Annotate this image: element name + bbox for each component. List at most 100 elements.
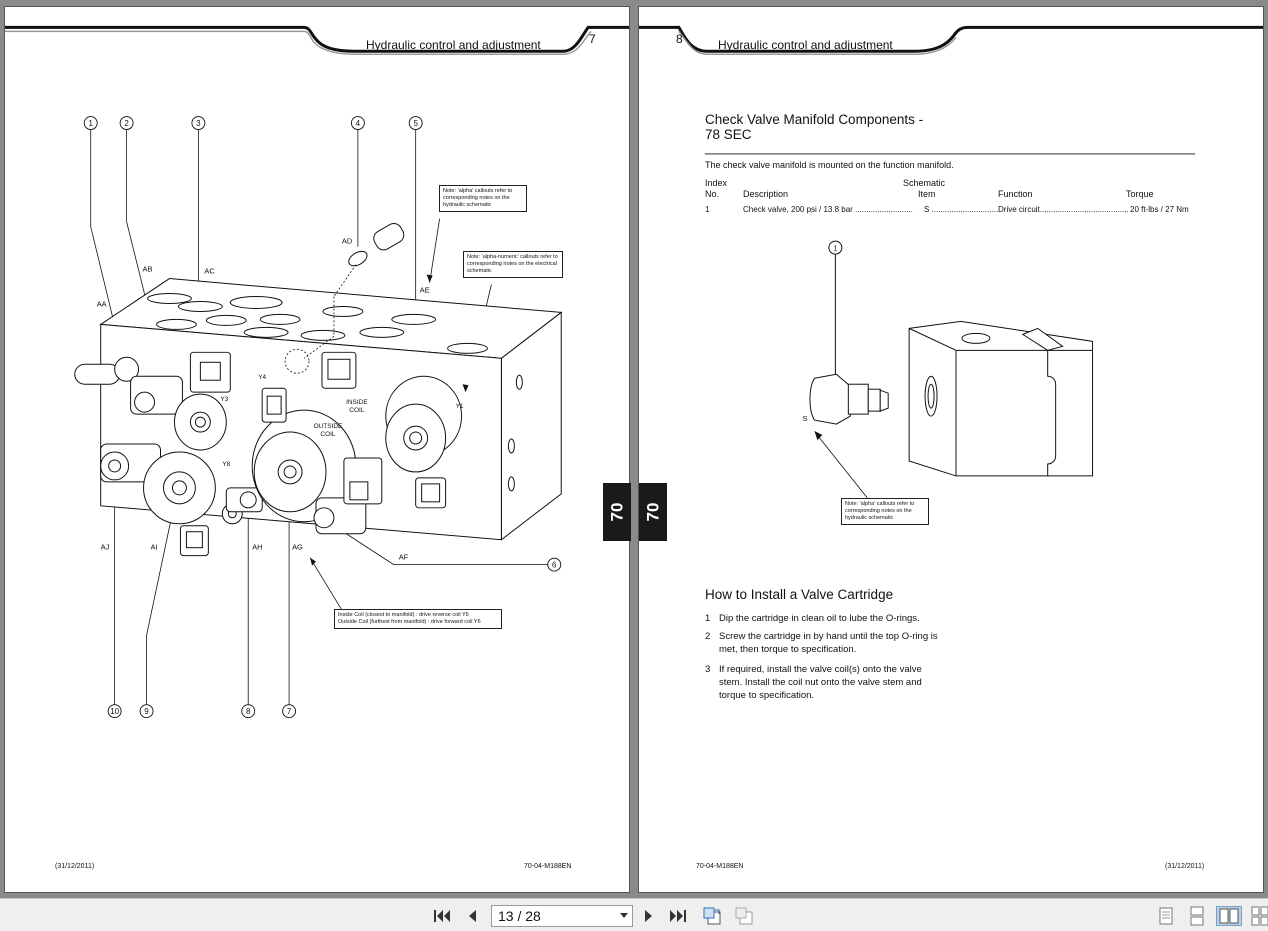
rotate-icon[interactable]	[702, 906, 722, 926]
step-1-text: Dip the cartridge in clean oil to lube t…	[719, 613, 920, 624]
callout-numbers: 1 2 3 4 5 6 7 8 9 10	[89, 119, 558, 716]
callout-9: 9	[144, 707, 149, 716]
header-swoosh	[5, 25, 629, 53]
coil-note-inside: Inside Coil (closest to manifold) : driv…	[338, 612, 469, 618]
label-af: AF	[399, 553, 409, 562]
document-viewer[interactable]: 1 2 3 4 5 6 7 8 9 10	[0, 0, 1268, 898]
last-page-icon[interactable]	[668, 906, 688, 926]
th-torque: Torque	[1126, 189, 1154, 199]
next-page-icon[interactable]	[639, 906, 659, 926]
right-section-tab: 70	[639, 483, 667, 541]
label-inside-coil: COIL	[349, 407, 365, 414]
td-function: Drive circuit...........................…	[998, 205, 1129, 214]
step-3-number: 3	[705, 664, 711, 675]
label-aa: AA	[97, 299, 107, 308]
th-description: Description	[743, 189, 789, 199]
label-outside-coil: COIL	[320, 431, 336, 438]
continuous-facing-icon[interactable]	[1250, 906, 1268, 926]
callout-circles	[83, 116, 562, 719]
install-title: How to Install a Valve Cartridge	[705, 587, 894, 602]
chevron-down-icon	[620, 913, 628, 918]
label-y3: Y3	[220, 396, 228, 403]
step-1-number: 1	[705, 613, 711, 624]
callout-4: 4	[356, 119, 361, 128]
step-3-text: If required, install the valve coil(s) o…	[719, 664, 922, 701]
right-page-drawing: 1 S	[639, 25, 1263, 499]
left-page: 1 2 3 4 5 6 7 8 9 10	[4, 6, 631, 893]
callout-3: 3	[196, 119, 201, 128]
label-y8: Y8	[222, 461, 230, 468]
previous-page-icon[interactable]	[462, 906, 482, 926]
callout-8: 8	[246, 707, 251, 716]
td-index: 1	[705, 205, 710, 214]
s-arrowhead	[814, 431, 823, 441]
valve-manifold	[74, 222, 563, 557]
check-valve-diagram	[809, 240, 1094, 477]
callout-10: 10	[110, 707, 119, 716]
label-aj: AJ	[101, 543, 110, 552]
th-schematic: Schematic	[903, 178, 946, 188]
section-title-line1: Check Valve Manifold Components -	[705, 112, 924, 127]
copy-icon[interactable]	[734, 906, 754, 926]
continuous-icon[interactable]	[1187, 906, 1207, 926]
callout-5: 5	[413, 119, 418, 128]
label-ai: AI	[151, 543, 158, 552]
callout-1: 1	[89, 119, 94, 128]
callout-6: 6	[552, 561, 557, 570]
letter-labels: AA AB AC AD AE AF AG AH AI AJ	[97, 237, 430, 562]
intro-text: The check valve manifold is mounted on t…	[705, 160, 954, 170]
page-number-select[interactable]: 13 / 28	[491, 905, 633, 927]
label-ad: AD	[342, 237, 353, 246]
label-ae: AE	[420, 286, 430, 295]
diagram-callout-1: 1	[833, 244, 837, 253]
single-page-icon[interactable]	[1156, 906, 1176, 926]
td-torque: 20 ft-lbs / 27 Nm	[1130, 205, 1189, 214]
section-title: Check Valve Manifold Components - 78 SEC	[705, 112, 923, 142]
note-alpha-callouts: Note: 'alpha' callouts refer to correspo…	[439, 185, 527, 212]
step-1: 1 Dip the cartridge in clean oil to lube…	[705, 612, 945, 625]
diagram-label-s: S	[802, 414, 807, 423]
coil-note-outside: Outside Coil (furthest from manifold) : …	[338, 619, 481, 625]
label-ag: AG	[292, 543, 303, 552]
left-footer-code: 70-04-M188EN	[524, 863, 572, 870]
right-header-title: Hydraulic control and adjustment	[718, 38, 893, 52]
dashed-guide	[284, 264, 357, 374]
th-item: Item	[918, 189, 936, 199]
left-footer-date: (31/12/2011)	[55, 863, 95, 870]
left-page-drawing: 1 2 3 4 5 6 7 8 9 10	[5, 25, 629, 719]
th-index: Index	[705, 178, 728, 188]
label-y4: Y4	[258, 374, 266, 381]
step-3: 3 If required, install the valve coil(s)…	[705, 663, 945, 702]
note-alphanumeric-callouts: Note: 'alpha-numeric' callouts refer to …	[463, 251, 563, 278]
viewer-toolbar: 13 / 28	[0, 898, 1268, 931]
right-page-number: 8	[676, 32, 683, 46]
callout-2: 2	[124, 119, 129, 128]
right-note-alpha-callouts: Note: 'alpha' callouts refer to correspo…	[841, 498, 929, 525]
section-title-line2: 78 SEC	[705, 127, 752, 142]
header-swoosh	[639, 25, 1263, 53]
first-page-icon[interactable]	[432, 906, 452, 926]
step-2-number: 2	[705, 631, 711, 642]
page-indicator: 13 / 28	[498, 908, 541, 924]
left-header-title: Hydraulic control and adjustment	[366, 38, 541, 52]
label-y1: Y1	[456, 403, 464, 410]
step-2-text: Screw the cartridge in by hand until the…	[719, 631, 938, 655]
right-page: 1 S 8 Hydraulic control and adjustment C…	[638, 6, 1264, 893]
right-footer-code: 70-04-M188EN	[696, 863, 744, 870]
th-function: Function	[998, 189, 1033, 199]
th-no: No.	[705, 189, 720, 199]
label-ah: AH	[252, 543, 262, 552]
s-leader	[816, 433, 868, 499]
left-page-number: 7	[589, 32, 596, 46]
label-outside: OUTSIDE	[314, 423, 343, 430]
right-footer-date: (31/12/2011)	[1165, 863, 1205, 870]
callout-7: 7	[287, 707, 292, 716]
td-description: Check valve, 200 psi / 13.8 bar ........…	[743, 205, 913, 214]
component-labels: Y4 Y3 Y8 Y1 INSIDE COIL OUTSIDE COIL	[220, 374, 464, 468]
label-inside: INSIDE	[346, 399, 368, 406]
step-2: 2 Screw the cartridge in by hand until t…	[705, 630, 945, 656]
label-ac: AC	[204, 267, 215, 276]
left-section-tab: 70	[603, 483, 631, 541]
coil-note: Inside Coil (closest to manifold) : driv…	[334, 609, 502, 629]
facing-icon[interactable]	[1216, 906, 1242, 926]
